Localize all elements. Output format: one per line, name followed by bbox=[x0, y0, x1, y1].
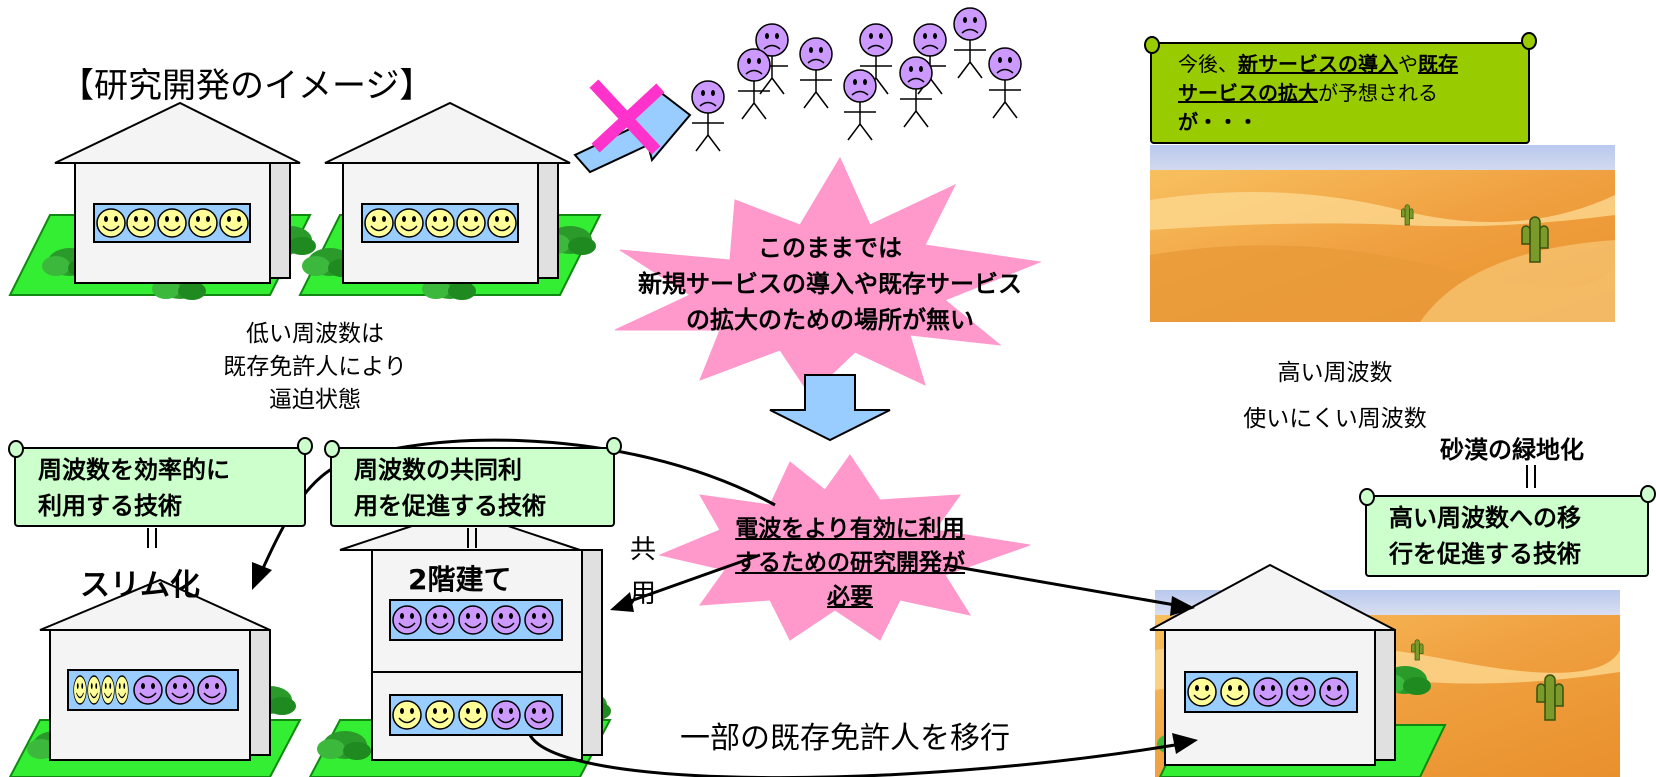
house-crowded-1 bbox=[8, 101, 316, 300]
note-text: や bbox=[1398, 52, 1418, 76]
house-crowded-2 bbox=[298, 101, 602, 300]
desert-greening-label: 砂漠の緑地化 bbox=[1440, 436, 1584, 464]
burst-line: の拡大のための場所が無い bbox=[686, 306, 974, 334]
two-story-label: 2階建て bbox=[408, 563, 512, 596]
scroll-line: 高い周波数への移 bbox=[1389, 504, 1581, 532]
migration-label: 一部の既存免許人を移行 bbox=[680, 721, 1010, 756]
scroll-line: 利用する技術 bbox=[38, 492, 182, 520]
desert-note-scroll: 今後、新サービスの導入や既存 サービスの拡大が予想される が・・・ bbox=[1144, 32, 1537, 144]
scroll-line: 周波数の共同利 bbox=[354, 456, 522, 484]
slim-label: スリム化 bbox=[80, 568, 200, 603]
down-arrow bbox=[769, 374, 891, 442]
waiting-users-crowd bbox=[691, 7, 1022, 152]
problem-burst-text: このままでは 新規サービスの導入や既存サービス の拡大のための場所が無い bbox=[600, 230, 1060, 338]
caption-line: 既存免許人により bbox=[223, 354, 407, 380]
equals-connectors bbox=[147, 465, 1536, 548]
scroll-line: 行を促進する技術 bbox=[1389, 540, 1581, 568]
note-emphasis: 新サービスの導入 bbox=[1238, 52, 1398, 76]
caption-line: 逼迫状態 bbox=[269, 387, 361, 413]
arrow-heads bbox=[252, 562, 1198, 754]
burst-line: 電波をより有効に利用 bbox=[735, 516, 965, 542]
burst-line: 新規サービスの導入や既存サービス bbox=[638, 270, 1022, 298]
shared-char: 共 bbox=[629, 535, 656, 565]
note-emphasis: サービスの拡大 bbox=[1178, 81, 1318, 105]
tech-migration-scroll: 高い周波数への移 行を促進する技術 bbox=[1359, 485, 1656, 577]
note-text: が予想される bbox=[1318, 81, 1438, 105]
caption-line: 使いにくい周波数 bbox=[1243, 406, 1427, 432]
rd-burst-text: 電波をより有効に利用 するための研究開発が 必要 bbox=[690, 512, 1010, 614]
shared-label: 共 用 bbox=[626, 528, 660, 616]
burst-line: するための研究開発が bbox=[735, 550, 965, 576]
caption-line: 低い周波数は bbox=[246, 321, 384, 347]
burst-line: 必要 bbox=[827, 584, 873, 610]
desert-image bbox=[1150, 145, 1615, 322]
note-emphasis: 既存 bbox=[1418, 52, 1458, 76]
scroll-line: 用を促進する技術 bbox=[354, 492, 546, 520]
page-title: 【研究開発のイメージ】 bbox=[60, 66, 434, 106]
low-frequency-caption: 低い周波数は 既存免許人により 逼迫状態 bbox=[195, 318, 435, 417]
tech-efficient-use-scroll: 周波数を効率的に 利用する技術 bbox=[8, 437, 313, 527]
shared-char: 用 bbox=[629, 579, 656, 609]
house-two-story bbox=[308, 508, 612, 777]
caption-line: 高い周波数 bbox=[1277, 360, 1393, 386]
rd-burst-shape bbox=[658, 454, 1031, 641]
greened-desert-house bbox=[1149, 563, 1620, 777]
note-text: が・・・ bbox=[1178, 110, 1258, 134]
blocked-entry-arrow bbox=[573, 79, 692, 174]
note-text: 今後、 bbox=[1178, 52, 1238, 76]
tech-shared-use-scroll: 周波数の共同利 用を促進する技術 bbox=[324, 437, 622, 527]
burst-line: このままでは bbox=[758, 234, 902, 262]
high-frequency-caption: 高い周波数 使いにくい周波数 bbox=[1210, 350, 1460, 442]
scroll-line: 周波数を効率的に bbox=[38, 456, 230, 484]
